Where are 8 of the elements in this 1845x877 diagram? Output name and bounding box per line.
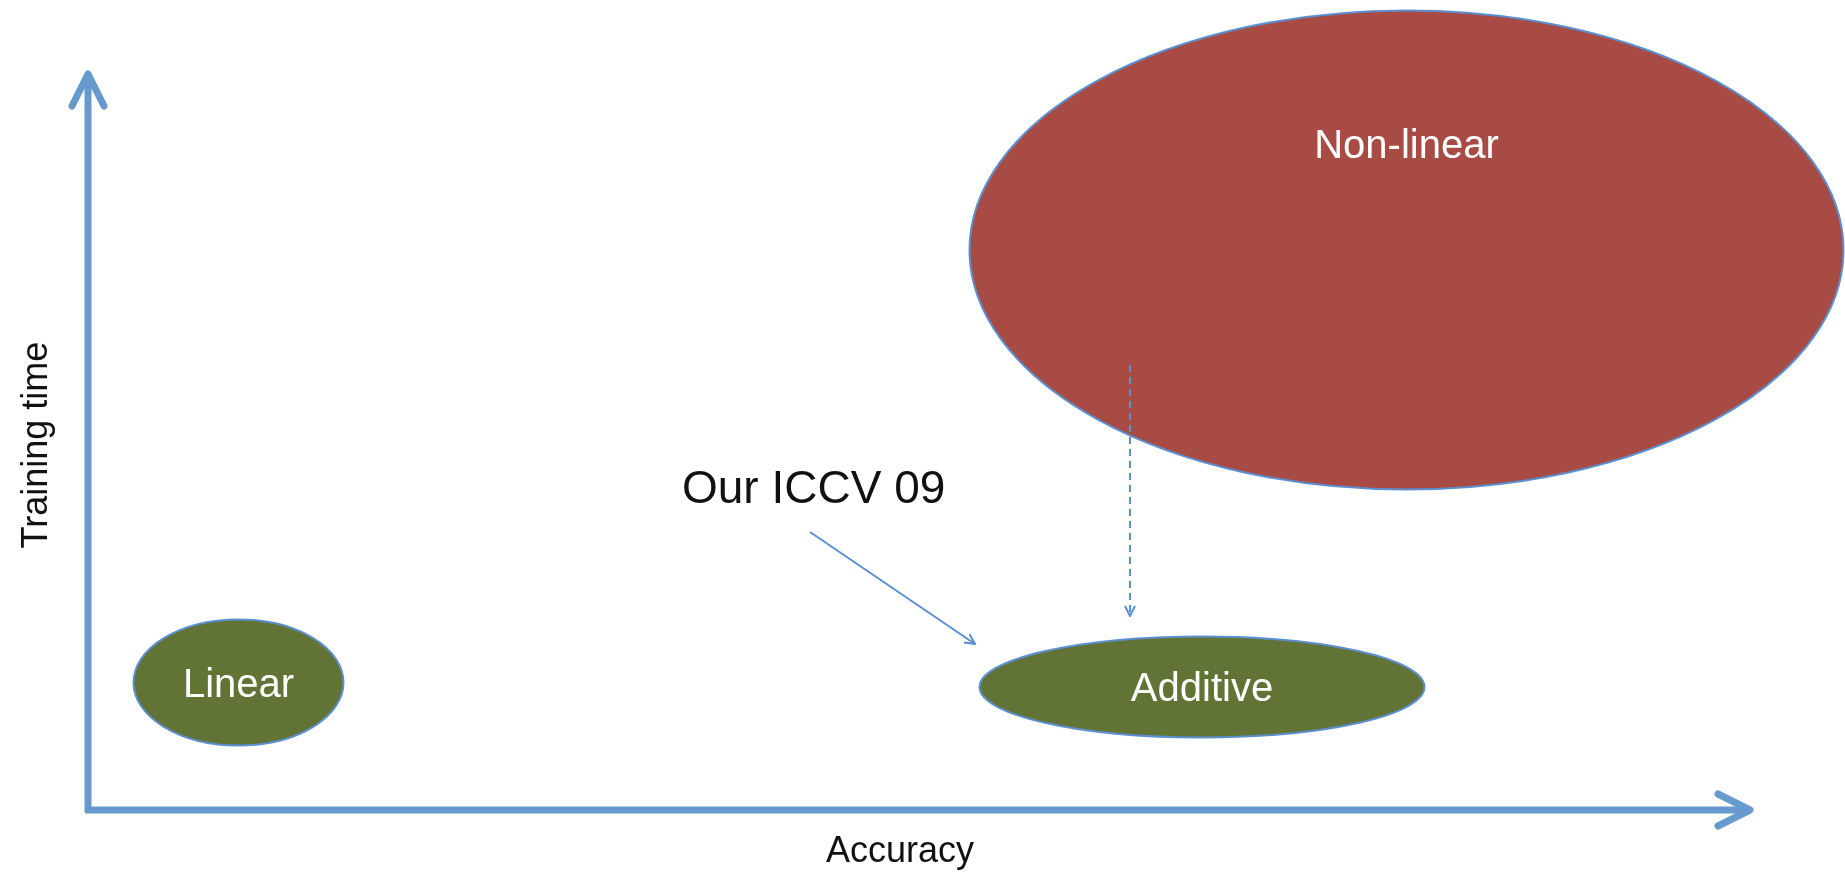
region-label: Additive [1130,664,1274,710]
region-label: Linear [182,660,295,705]
region-label: Non-linear [1314,121,1499,167]
arrow [1124,364,1136,617]
x-axis-title: Accuracy [826,829,974,871]
y-axis-title: Training time [14,341,56,549]
callout-text: Our ICCV 09 [682,461,946,513]
arrow [809,531,976,645]
